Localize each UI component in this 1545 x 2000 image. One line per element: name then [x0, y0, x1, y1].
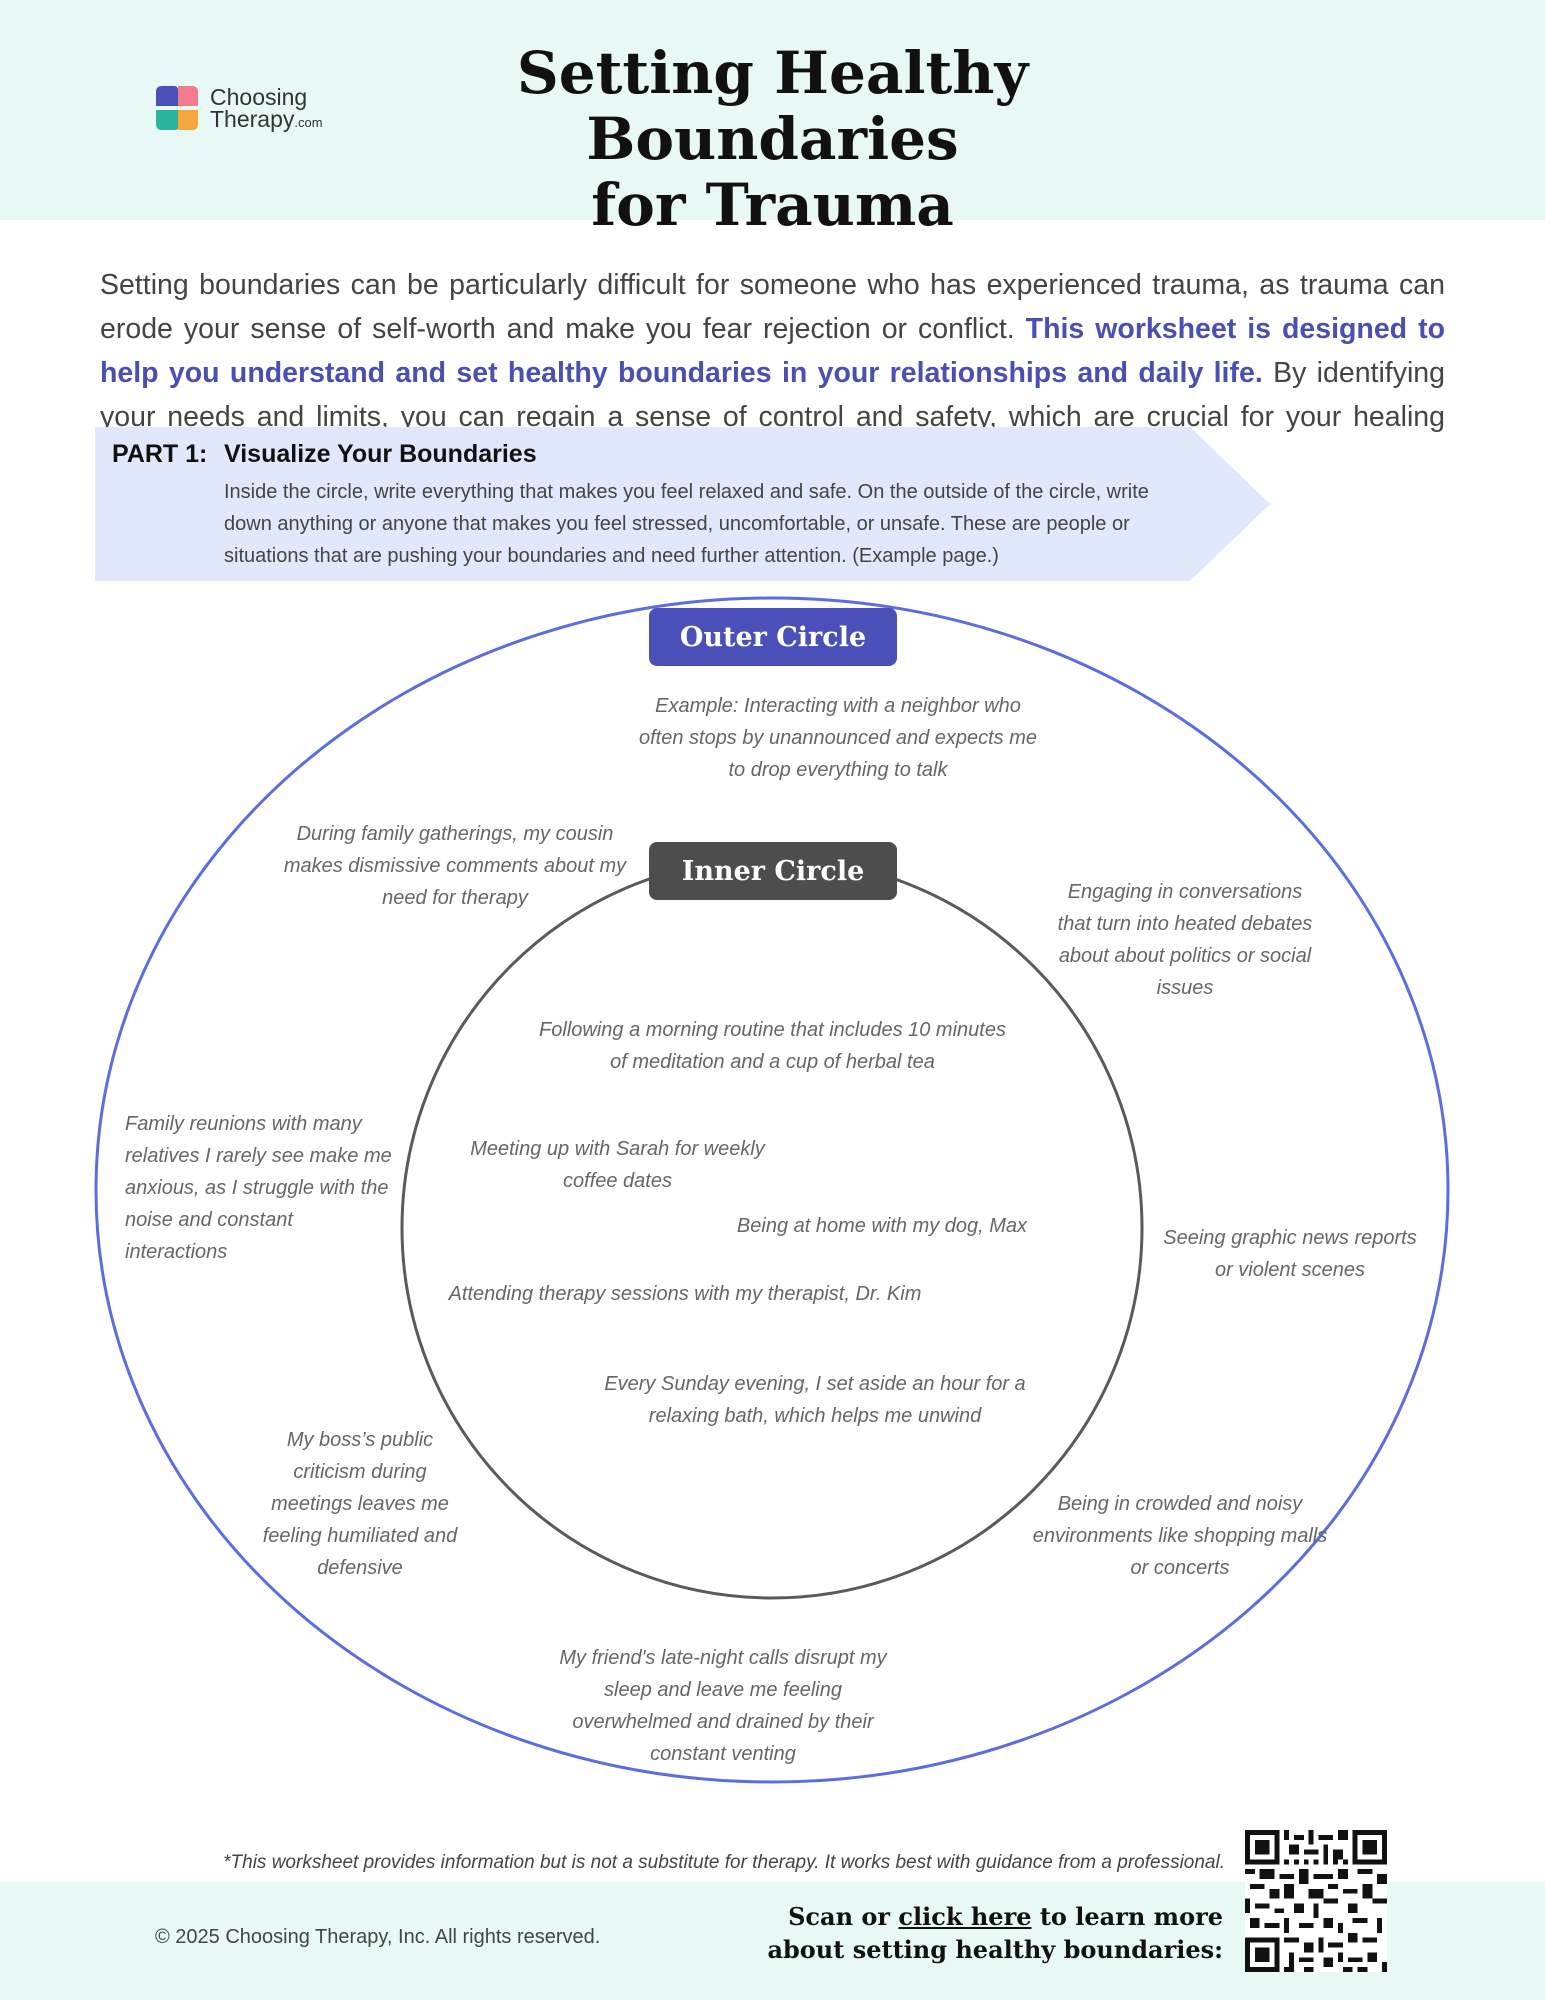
inner-item: Following a morning routine that include… [539, 1019, 1006, 1073]
page-title: Setting Healthy Boundaries for Trauma [330, 40, 1215, 238]
copyright: © 2025 Choosing Therapy, Inc. All rights… [155, 1926, 601, 1948]
outer-item: Family reunions with many relatives I ra… [125, 1113, 392, 1263]
cta-suffix: to learn more [1031, 1902, 1223, 1931]
title-line1: Setting Healthy Boundaries [516, 39, 1029, 173]
inner-item: Attending therapy sessions with my thera… [448, 1283, 922, 1305]
qr-code-icon[interactable] [1245, 1830, 1387, 1972]
click-here-link[interactable]: click here [898, 1902, 1032, 1931]
inner-circle-label: Inner Circle [649, 842, 897, 900]
choosing-therapy-logo[interactable]: Choosing Therapy.com [152, 82, 352, 142]
outer-item: Engaging in conversations that turn into… [1057, 881, 1313, 999]
outer-item: Seeing graphic news reports or violent s… [1163, 1227, 1417, 1281]
part1-banner [95, 427, 1270, 581]
part1-title: Visualize Your Boundaries [224, 440, 537, 468]
cta-line2: about setting healthy boundaries: [767, 1935, 1223, 1964]
header-band [0, 0, 1545, 220]
cta-text: Scan or click here to learn more about s… [760, 1900, 1223, 1966]
disclaimer: *This worksheet provides information but… [223, 1852, 1225, 1873]
inner-item: Every Sunday evening, I set aside an hou… [604, 1373, 1026, 1427]
logo-suffix: .com [294, 115, 323, 130]
title-line2: for Trauma [591, 171, 954, 239]
outer-item: Being in crowded and noisy environments … [1032, 1493, 1328, 1579]
outer-item: My boss’s public criticism during meetin… [262, 1429, 458, 1579]
intro-highlight: This worksheet is designed to help you u… [100, 312, 1445, 389]
inner-item: Being at home with my dog, Max [736, 1215, 1028, 1237]
outer-item: During family gatherings, my cousin make… [283, 823, 627, 909]
outer-circle-label: Outer Circle [649, 608, 897, 666]
part1-label: PART 1: [112, 440, 208, 468]
intro-text-1: Setting boundaries can be particularly d… [100, 268, 1445, 345]
logo-line1: Choosing [210, 84, 308, 110]
outer-item: Example: Interacting with a neighbor who… [638, 695, 1038, 781]
inner-item: Meeting up with Sarah for weekly coffee … [470, 1138, 765, 1192]
outer-item: My friend's late-night calls disrupt my … [559, 1647, 887, 1765]
logo-wordmark: Choosing Therapy.com [210, 86, 323, 134]
logo-line2: Therapy [210, 106, 295, 132]
cta-prefix: Scan or [788, 1902, 899, 1931]
logo-icon [156, 86, 198, 130]
part1-description: Inside the circle, write everything that… [224, 481, 1149, 567]
